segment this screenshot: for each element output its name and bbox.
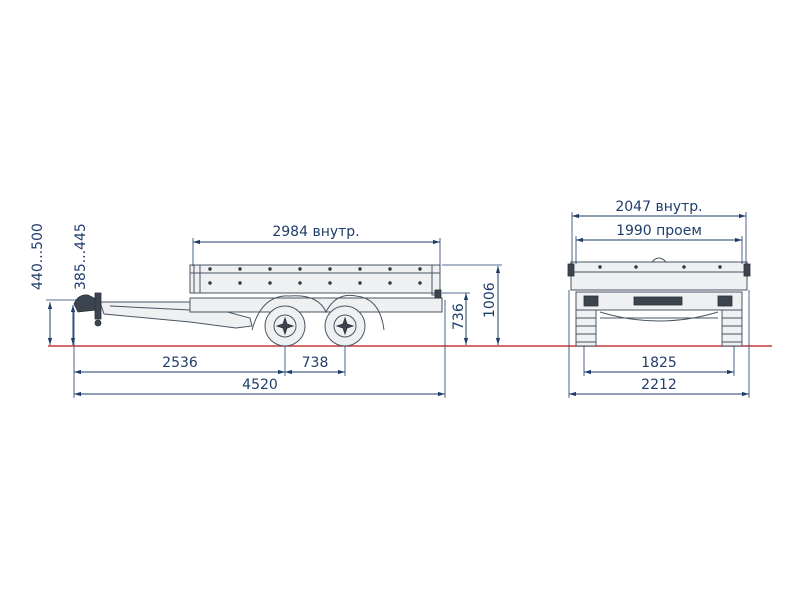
side-view: 2984 внутр. 440...500 385...445 736 1006… [30,223,502,398]
chassis-frame [189,297,443,313]
dim-track-width: 1825 [641,355,677,371]
dim-total-height: 1006 [482,282,498,318]
rear-light-left [583,295,599,307]
side-board [189,264,441,294]
dim-drawbar-height: 385...445 [73,223,89,290]
dim-total-width: 2212 [641,377,677,393]
wheel-rear [324,305,366,347]
dim-inner-width: 2047 внутр. [615,199,702,215]
wheel-front [264,305,306,347]
dim-total-length: 4520 [242,377,278,393]
board-rivets [208,267,422,285]
dim-coupling-height: 440...500 [30,223,46,290]
jockey-wheel [94,292,102,320]
dim-coupling-to-axle: 2536 [162,355,198,371]
rear-wheel-left [575,309,597,347]
dim-platform-height: 736 [451,303,467,330]
rear-light-right [717,295,733,307]
dim-axle-spacing: 738 [302,355,329,371]
rear-light [434,289,442,299]
dim-inner-length: 2984 внутр. [272,224,359,240]
dim-opening-width: 1990 проем [616,223,702,239]
rear-wheel-right [721,309,743,347]
rear-view: 2047 внутр. 1990 проем 1825 2212 [567,199,751,398]
coupling-head [73,294,97,313]
fender [251,294,385,331]
license-plate-holder [633,296,683,306]
